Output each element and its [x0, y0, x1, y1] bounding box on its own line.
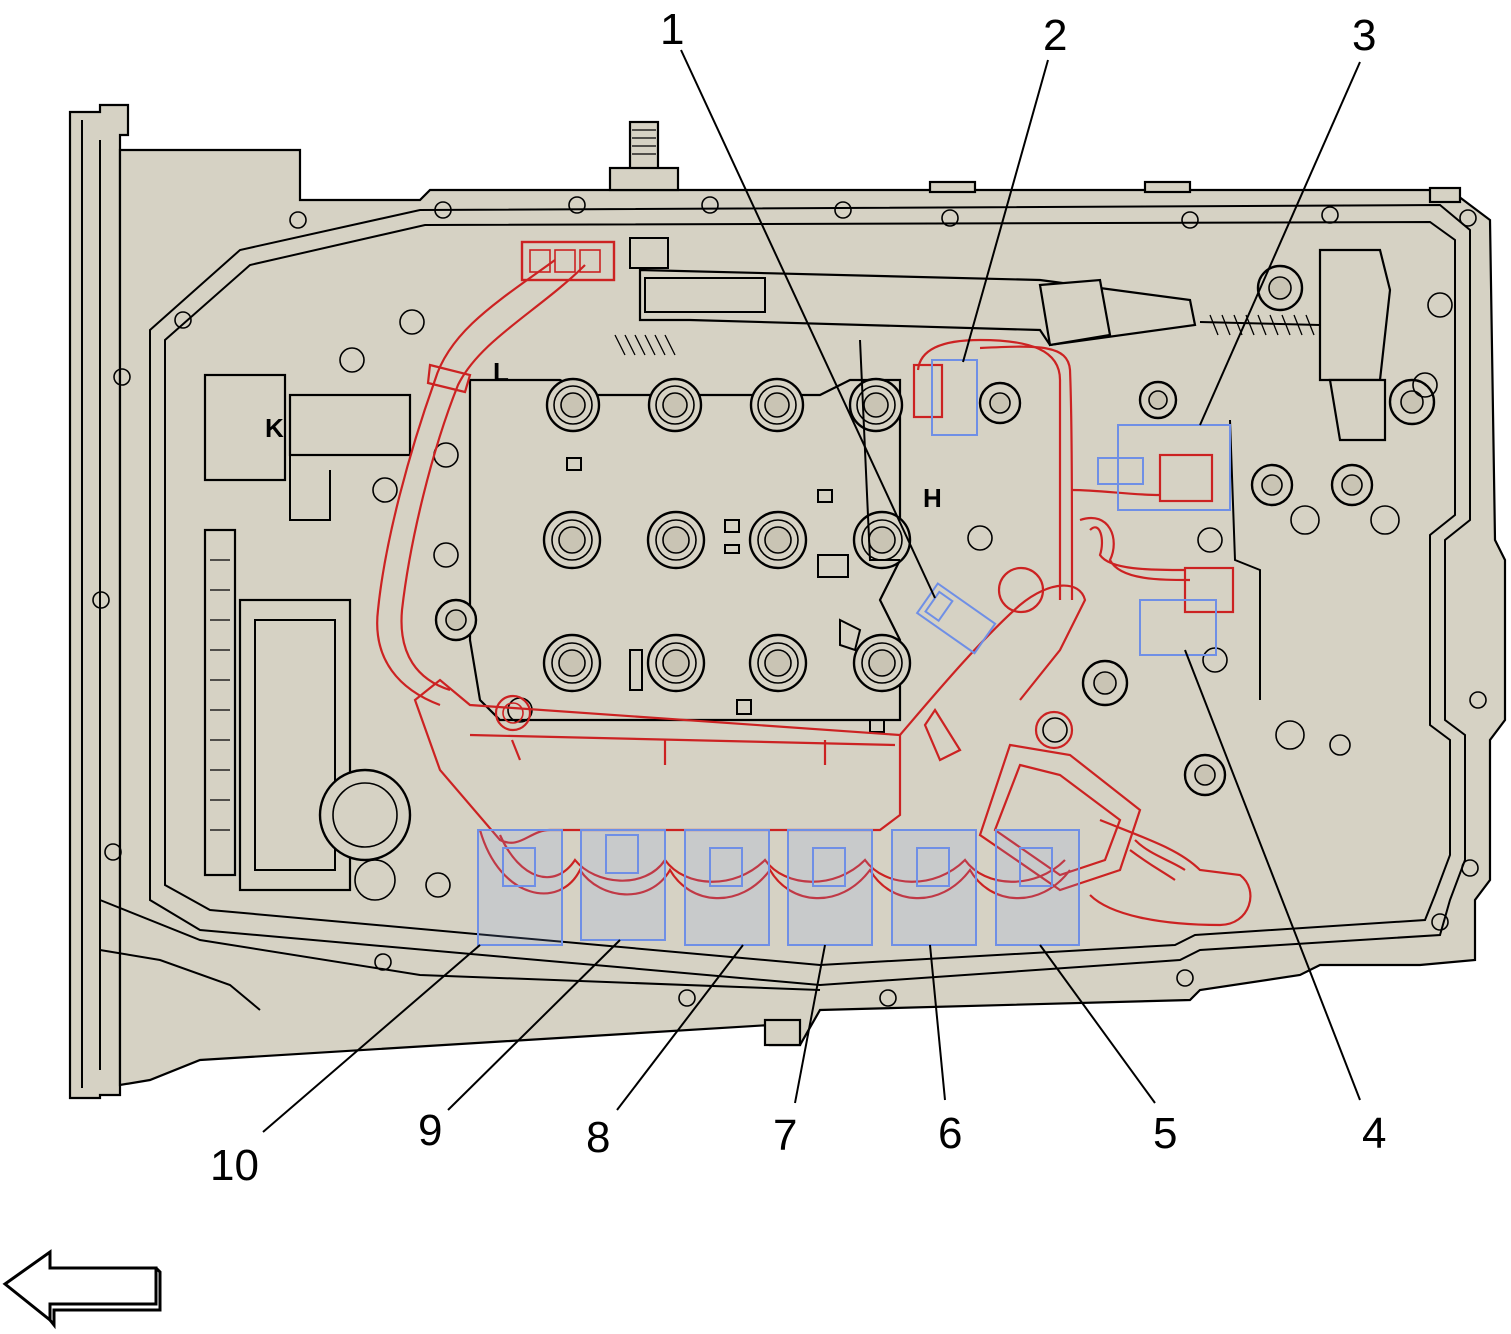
leader-lines: [262, 49, 1361, 1133]
bolt-20: [1250, 463, 1294, 507]
callout-6: 6: [938, 1109, 962, 1158]
connector-4: [1183, 566, 1235, 614]
bolt-12: [852, 633, 912, 693]
connector-2: [912, 363, 944, 419]
solenoid-9: [580, 829, 666, 941]
left-arrow-icon: [2, 1249, 162, 1330]
sensor-4: [1139, 599, 1217, 656]
solenoid-7: [787, 829, 873, 946]
pan-bolts: [92, 196, 1487, 1007]
marking-k: K: [265, 413, 284, 443]
bolt-13: [434, 598, 478, 642]
sensor-3: [1117, 424, 1231, 511]
harness-main-connector: [978, 743, 1142, 892]
callout-8: 8: [586, 1113, 610, 1162]
harness-top-connector: [520, 240, 616, 282]
bolt-19: [1388, 378, 1436, 426]
callout-labels: 1 2 3 4 5 6 7 8 9 10: [210, 5, 1386, 1190]
bolt-5: [542, 510, 602, 570]
harness-trunk-right: [899, 584, 1087, 736]
manual-shift-linkage: [614, 237, 1392, 700]
bolt-17: [1183, 753, 1227, 797]
solenoids: [477, 359, 1231, 946]
marking-h: H: [923, 483, 942, 513]
solenoid-6: [891, 829, 977, 946]
bolt-14: [978, 381, 1022, 425]
callout-3: 3: [1352, 11, 1376, 60]
harness-trunk-left: [376, 259, 556, 707]
bolt-10: [646, 633, 706, 693]
left-components: K L H: [203, 357, 942, 901]
callout-9: 9: [418, 1106, 442, 1155]
callout-5: 5: [1153, 1109, 1177, 1158]
harness-carrier: [413, 678, 902, 844]
bolt-3: [749, 377, 805, 433]
sensor-2: [931, 359, 978, 436]
bolt-22: [1256, 264, 1304, 312]
callout-1: 1: [660, 5, 684, 54]
bolt-9: [542, 633, 602, 693]
bolt-16: [1081, 659, 1129, 707]
solenoid-8: [684, 829, 770, 946]
callout-2: 2: [1043, 11, 1067, 60]
solenoid-10: [477, 829, 563, 946]
bolt-6: [646, 510, 706, 570]
bolt-11: [748, 633, 808, 693]
valve-body-bolts: [339, 264, 1453, 898]
bolt-15: [1138, 380, 1178, 420]
sensor-1: [915, 582, 997, 655]
bolt-4: [848, 377, 904, 433]
callout-4: 4: [1362, 1109, 1386, 1158]
bolt-7: [748, 510, 808, 570]
callout-7: 7: [773, 1111, 797, 1160]
bolt-1: [545, 377, 601, 433]
callout-10: 10: [210, 1141, 259, 1190]
bolt-21: [1330, 463, 1374, 507]
solenoid-5: [995, 829, 1080, 946]
bolt-2: [647, 377, 703, 433]
connector-3: [1158, 453, 1214, 503]
